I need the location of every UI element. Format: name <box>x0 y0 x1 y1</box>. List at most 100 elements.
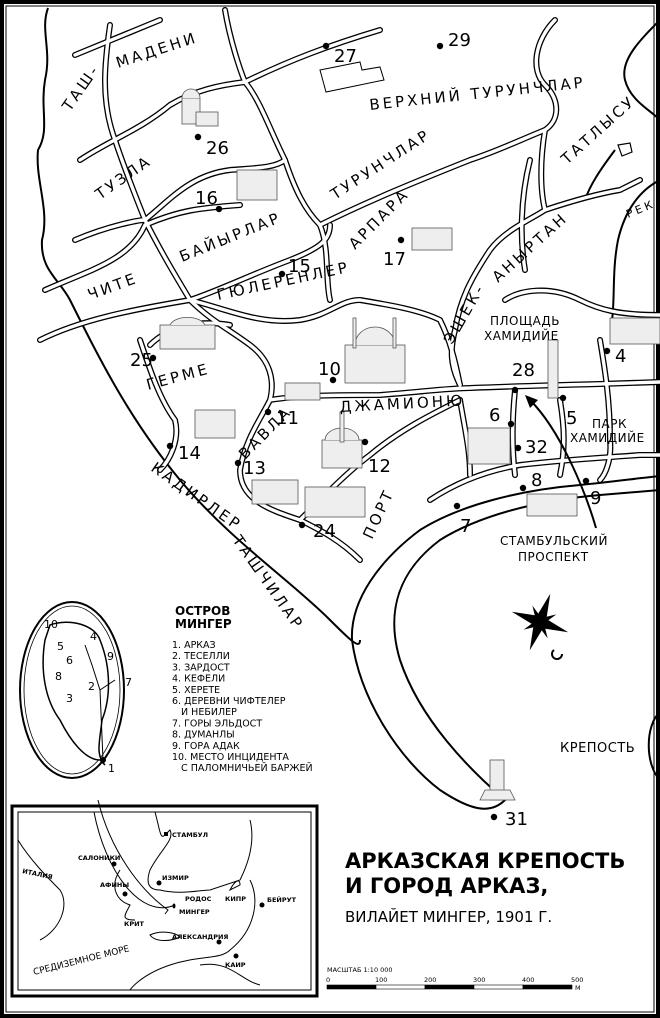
map-marker-8: 8 <box>519 470 542 492</box>
inset-pointer-line <box>97 799 169 915</box>
map-marker-28: 28 <box>511 360 535 394</box>
legend-title-1: ОСТРОВ <box>175 604 230 618</box>
harbour-coastline <box>350 475 660 641</box>
marker-dot <box>559 394 567 402</box>
building-illustrations <box>159 88 660 801</box>
label-bayirlar: БАЙЫРЛАР <box>176 207 284 265</box>
map-marker-29: 29 <box>436 30 471 51</box>
island-number: 4 <box>90 630 97 643</box>
marker-dot <box>329 376 337 384</box>
island-number: 9 <box>107 650 114 663</box>
marker-dot <box>511 386 519 394</box>
fortress-wall <box>647 711 660 781</box>
label-avenue-2: ПРОСПЕКТ <box>518 550 589 564</box>
label-kadirler: КАДИРЛЕР <box>148 459 246 535</box>
inset-place: МИНГЕР <box>179 908 210 916</box>
legend-title-2: МИНГЕР <box>175 617 232 631</box>
marker-number: 5 <box>566 408 577 429</box>
inset-place: РОДОС <box>185 895 212 903</box>
island-roads <box>84 644 116 761</box>
label-square-1: ПЛОЩАДЬ <box>490 314 560 328</box>
island-number: 2 <box>88 680 95 693</box>
legend-item: 7. ГОРЫ ЭЛЬДОСТ <box>172 718 262 729</box>
map-marker-6: 6 <box>489 405 515 428</box>
island-oval <box>19 601 125 779</box>
map-marker-27: 27 <box>322 42 357 67</box>
inset-place: АФИНЫ <box>100 881 129 889</box>
island-number: 5 <box>57 640 64 653</box>
scale-segment <box>326 984 377 990</box>
marker-number: 4 <box>615 346 626 367</box>
marker-dot <box>278 270 286 278</box>
scale-tick: 500 <box>571 976 583 984</box>
marker-number: 32 <box>525 437 548 458</box>
legend-item: 9. ГОРА АДАК <box>172 741 240 752</box>
marker-number: 11 <box>276 408 299 429</box>
map-marker-4: 4 <box>603 346 626 367</box>
marker-number: 10 <box>318 359 341 380</box>
scale-segment <box>375 984 426 990</box>
marker-number: 15 <box>288 256 311 277</box>
map-marker-26: 26 <box>194 133 229 159</box>
map-marker-13: 13 <box>234 458 266 479</box>
marker-dot <box>453 502 461 510</box>
scale-tick: 200 <box>424 976 436 984</box>
marker-number: 28 <box>512 360 535 381</box>
label-square-2: ХАМИДИЙЕ <box>484 328 559 343</box>
map-marker-31: 31 <box>490 809 528 830</box>
marker-dot <box>215 205 223 213</box>
island-number: 10 <box>44 618 58 631</box>
legend-item: С ПАЛОМНИЧЬЕЙ БАРЖЕЙ <box>172 762 313 774</box>
inset-place: САЛОНИКИ <box>78 854 120 862</box>
label-germe: ГЕРМЕ <box>144 360 212 394</box>
inset-place: БЕЙРУТ <box>267 895 297 904</box>
marker-number: 24 <box>313 521 336 542</box>
map-marker-16: 16 <box>195 188 223 213</box>
scale-label: МАСШТАБ 1:10 000 <box>327 966 393 974</box>
barracks-outline <box>319 61 385 93</box>
inset-place: АЛЕКСАНДРИЯ <box>172 933 228 941</box>
marker-number: 26 <box>206 138 229 159</box>
scale-tick: 400 <box>522 976 534 984</box>
inset-place: КИПР <box>225 895 246 903</box>
island-number: 3 <box>66 692 73 705</box>
legend-item: 5. ХЕРЕТЕ <box>172 685 220 696</box>
inset-place: СТАМБУЛ <box>172 831 208 839</box>
marker-number: 13 <box>243 458 266 479</box>
marker-dot <box>514 444 522 452</box>
scale-segment <box>424 984 475 990</box>
scale-tick: 0 <box>326 976 330 984</box>
island-number: 1 <box>108 762 115 775</box>
label-tatlysu: ТАТЛЫСУ <box>557 92 639 169</box>
compass-rose-icon <box>511 593 569 660</box>
marker-number: 29 <box>448 30 471 51</box>
marker-dot <box>149 354 157 362</box>
label-avenue-1: СТАМБУЛЬСКИЙ <box>500 533 608 548</box>
west-coastline <box>36 7 361 645</box>
marker-dot <box>436 42 444 50</box>
scale-tick: 100 <box>375 976 387 984</box>
marker-number: 8 <box>531 470 542 491</box>
marker-number: 17 <box>383 249 406 270</box>
spring-outline <box>617 142 633 157</box>
marker-dot <box>519 484 527 492</box>
map-marker-10: 10 <box>318 359 341 384</box>
marker-dot <box>361 438 369 446</box>
legend-item: 1. АРКАЗ <box>172 640 216 651</box>
marker-dot <box>264 408 272 416</box>
marker-dot <box>166 442 174 450</box>
inset-place: КРИТ <box>124 920 145 928</box>
arrow-head-icon <box>525 395 538 408</box>
island-outline <box>42 621 110 766</box>
marker-dot <box>397 236 405 244</box>
map-marker-25: 25 <box>130 350 157 371</box>
marker-number: 6 <box>489 405 500 426</box>
breakwater <box>351 489 660 810</box>
river <box>584 149 660 321</box>
regional-inset-map: СТАМБУЛ САЛОНИКИ ИТАЛИЯ ИЗМИР АФИНЫ РОДО… <box>10 799 319 998</box>
